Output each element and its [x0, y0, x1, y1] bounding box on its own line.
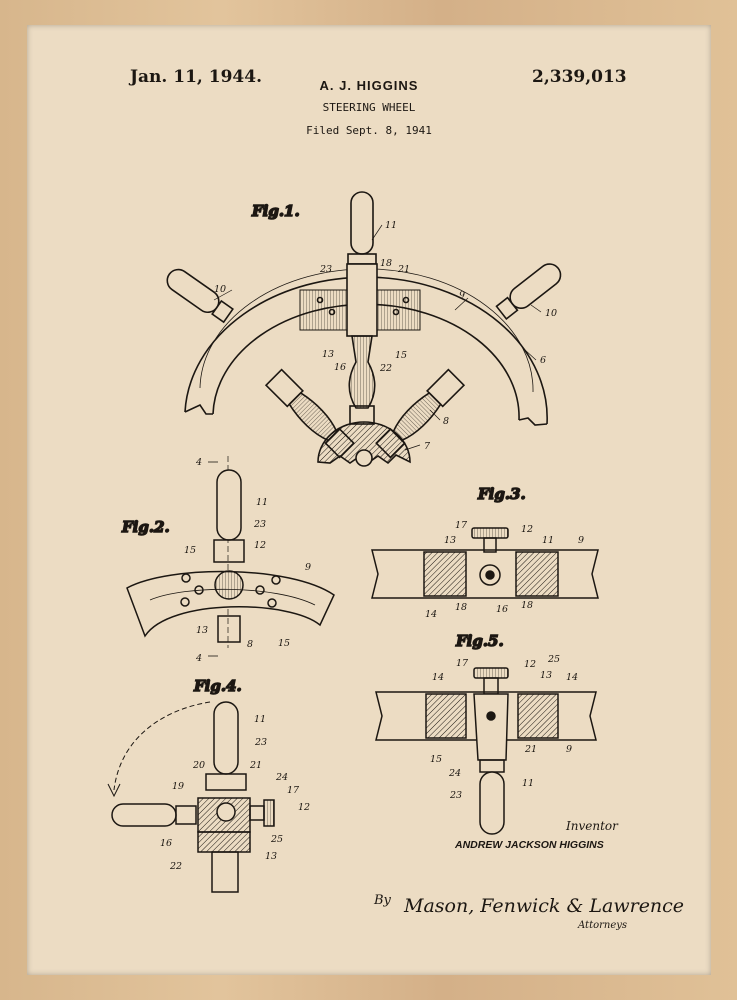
- ref-13e: 13: [540, 670, 552, 681]
- ref-11c: 11: [542, 535, 554, 546]
- figure-4-numbers: 11 23 20 21 24 19 17 12 16 25 13 22: [160, 714, 310, 872]
- attorneys-label: Attorneys: [577, 920, 627, 931]
- ref-23: 23: [319, 264, 332, 275]
- ref-21c: 21: [524, 744, 537, 755]
- ref-12: 12: [254, 540, 266, 551]
- figure-2-section: Fig.2.: [120, 456, 335, 657]
- ref-19: 19: [172, 781, 184, 792]
- ref-13c: 13: [444, 535, 456, 546]
- ref-13d: 13: [265, 851, 277, 862]
- patent-date: Jan. 11, 1944.: [130, 67, 262, 87]
- ref-21: 21: [397, 264, 410, 275]
- figure-1-numbers: 11 10 10 23 18 21 9 6 13 16 22 15 8 7: [214, 220, 557, 452]
- ref-15d: 15: [430, 754, 442, 765]
- ref-9d: 9: [566, 744, 572, 755]
- ref-23d: 23: [449, 790, 462, 801]
- attorney-signature: Mason, Fenwick & Lawrence: [403, 895, 684, 917]
- ref-16c: 16: [160, 838, 172, 849]
- figure-1-wheel: Fig.1.: [166, 191, 562, 467]
- filed-date: Filed Sept. 8, 1941: [306, 124, 432, 137]
- ref-17c: 17: [456, 658, 469, 669]
- patent-number: 2,339,013: [532, 67, 627, 87]
- ref-25: 25: [270, 834, 283, 845]
- fig1-label: Fig.1.: [251, 202, 300, 220]
- fig2-label: Fig.2.: [121, 518, 170, 536]
- ref-12b: 12: [521, 524, 533, 535]
- ref-23b: 23: [253, 519, 266, 530]
- ref-11b: 11: [256, 497, 268, 508]
- ref-8: 8: [443, 416, 449, 427]
- inventor-block: Inventor ANDREW JACKSON HIGGINS By Mason…: [373, 819, 684, 931]
- figure-2-numbers: 4 4 11 23 12 15 9 13 8 15: [184, 457, 311, 664]
- ref-16b: 16: [496, 604, 508, 615]
- fig5-label: Fig.5.: [455, 632, 504, 650]
- ref-18: 18: [380, 258, 392, 269]
- inventor-full-name: ANDREW JACKSON HIGGINS: [454, 839, 604, 851]
- fig3-label: Fig.3.: [477, 485, 526, 503]
- ref-14c: 14: [432, 672, 444, 683]
- ref-24: 24: [275, 772, 288, 783]
- ref-8b: 8: [247, 639, 253, 650]
- fig4-label: Fig.4.: [193, 677, 242, 695]
- ref-17b: 17: [287, 785, 300, 796]
- by-label: By: [373, 893, 392, 908]
- ref-20: 20: [192, 760, 205, 771]
- ref-15b: 15: [184, 545, 196, 556]
- ref-15c: 15: [278, 638, 290, 649]
- ref-23c: 23: [254, 737, 267, 748]
- ref-12d: 12: [524, 659, 536, 670]
- inventor-header: A. J. HIGGINS: [319, 78, 419, 93]
- ref-17: 17: [455, 520, 468, 531]
- patent-title: STEERING WHEEL: [322, 101, 416, 114]
- ref-18c: 18: [521, 600, 533, 611]
- ref-13: 13: [322, 349, 334, 360]
- ref-22: 22: [379, 363, 392, 374]
- figure-4-section: Fig.4.: [107, 676, 275, 893]
- ref-14: 14: [425, 609, 437, 620]
- figure-3-numbers: 17 12 13 11 9 14 18 16 18: [425, 520, 584, 620]
- ref-24b: 24: [448, 768, 461, 779]
- ref-11e: 11: [522, 778, 534, 789]
- ref-9b: 9: [305, 562, 311, 573]
- ref-12c: 12: [298, 802, 310, 813]
- ref-6: 6: [540, 355, 546, 366]
- ref-7: 7: [424, 441, 431, 452]
- ref-11d: 11: [254, 714, 266, 725]
- figure-5-section: Fig.5.: [375, 631, 597, 835]
- ref-11: 11: [385, 220, 397, 231]
- ref-9c: 9: [578, 535, 584, 546]
- ref-21b: 21: [249, 760, 262, 771]
- ref-16: 16: [334, 362, 346, 373]
- ref-14b: 14: [566, 672, 578, 683]
- inventor-label: Inventor: [565, 819, 619, 833]
- ref-10b: 10: [545, 308, 557, 319]
- ref-4b: 4: [195, 653, 202, 664]
- ref-13b: 13: [196, 625, 208, 636]
- ref-10: 10: [214, 284, 226, 295]
- ref-9: 9: [459, 290, 465, 301]
- ref-18b: 18: [455, 602, 467, 613]
- ref-25b: 25: [547, 654, 560, 665]
- figure-5-numbers: 17 12 25 13 14 14 15 21 9 24 23 11: [430, 654, 578, 801]
- ref-22b: 22: [169, 861, 182, 872]
- ref-4: 4: [195, 457, 202, 468]
- ref-15: 15: [395, 350, 407, 361]
- figure-3-section: Fig.3.: [371, 484, 599, 599]
